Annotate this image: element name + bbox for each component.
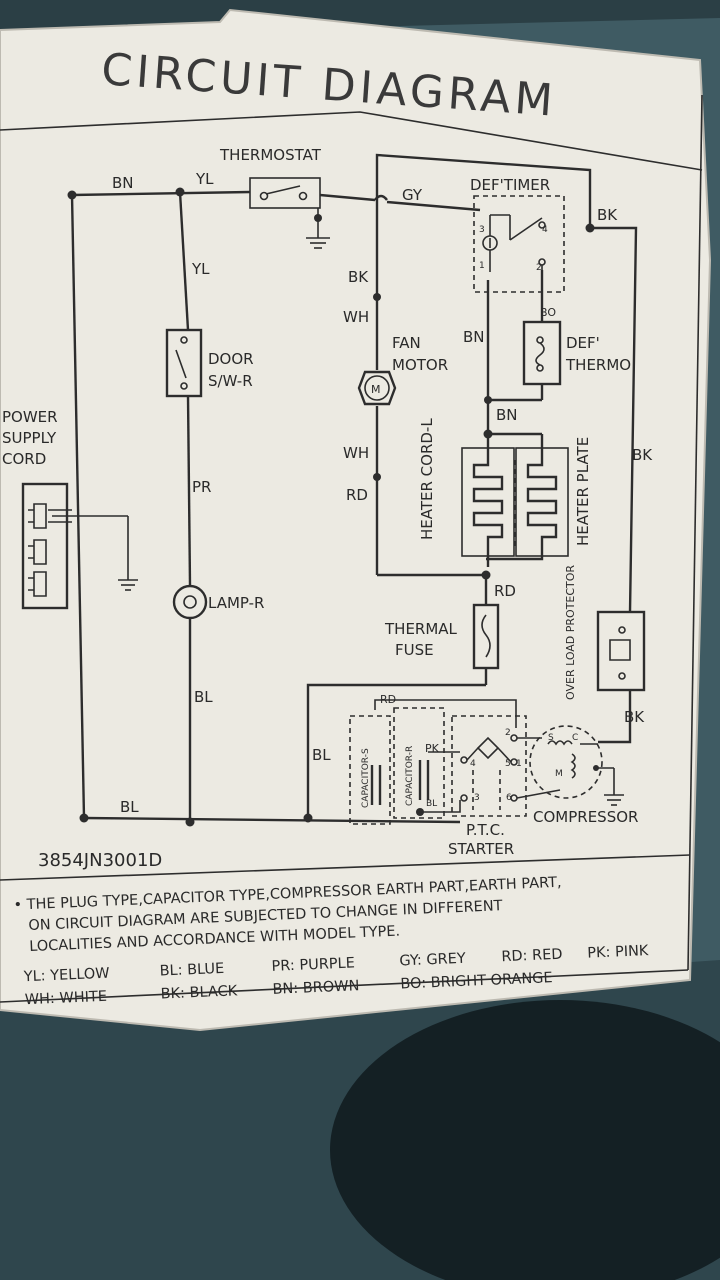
label-door-switch-2: S/W-R — [208, 372, 253, 390]
label-fan-1: FAN — [392, 334, 421, 352]
pin-label: 6 — [506, 793, 512, 803]
wire-wh-fan-bottom: WH — [343, 444, 369, 462]
wire-bk-right: BK — [597, 206, 618, 224]
label-thermal-fuse-1: THERMAL — [384, 620, 458, 638]
capacitor-s-symbol — [349, 715, 391, 825]
legend-wh: WH: WHITE — [24, 989, 107, 1008]
wire-pk: PK — [425, 742, 440, 755]
diagram-frame — [0, 94, 703, 1003]
lamp-symbol — [172, 584, 208, 620]
component-labels: THERMOSTAT DEF'TIMER DEF' THERMO DOOR S/… — [2, 146, 638, 858]
pin-label: 5 — [505, 759, 511, 769]
label-ptc-2: STARTER — [448, 840, 514, 858]
label-def-thermo-1: DEF' — [566, 334, 600, 352]
wire-yl-top: YL — [195, 170, 214, 188]
ptc-starter-symbol — [451, 715, 561, 817]
sticker — [0, 8, 712, 1032]
legend-bl: BL: BLUE — [159, 961, 224, 980]
label-power-3: CORD — [2, 450, 46, 468]
pin-label: 3 — [474, 793, 480, 803]
label-thermostat: THERMOSTAT — [219, 146, 322, 164]
label-capacitor-r: CAPACITOR-R — [405, 746, 415, 806]
motor-label: M — [371, 383, 381, 396]
label-capacitor-s: CAPACITOR-S — [361, 748, 371, 808]
label-power-1: POWER — [2, 408, 58, 426]
wire-bl-ptc: BL — [426, 799, 437, 809]
pin-label: 1 — [479, 261, 485, 271]
pin-label: 1 — [516, 759, 522, 769]
label-heater-plate: HEATER PLATE — [574, 437, 592, 546]
pin-label: C — [572, 733, 578, 743]
pin-label: 4 — [542, 225, 548, 235]
legend-pr: PR: PURPLE — [271, 955, 355, 974]
wire-bl-cap: BL — [312, 746, 331, 764]
label-def-timer: DEF'TIMER — [470, 176, 550, 194]
pin-label: 2 — [505, 728, 511, 738]
label-heater-cord: HEATER CORD-L — [418, 418, 436, 540]
wire-bn-timer: BN — [463, 328, 485, 346]
wire-bl-bottom-left: BL — [120, 798, 139, 816]
pin-label: M — [555, 769, 563, 779]
door-switch-symbol — [165, 328, 203, 398]
wire-labels: BN YL GY BK YL BK WH BN BO BN WH RD BK P… — [112, 170, 653, 816]
label-door-switch-1: DOOR — [208, 350, 254, 368]
part-number: 3854JN3001D — [38, 850, 162, 871]
wire-bl-lamp: BL — [194, 688, 213, 706]
wire-bn-heater: BN — [496, 406, 518, 424]
thermostat-symbol — [249, 177, 330, 249]
label-def-thermo-2: THERMO — [565, 356, 631, 374]
wire-rd-heater: RD — [494, 582, 516, 600]
fan-motor-symbol: M — [357, 370, 397, 406]
pin-label: 3 — [479, 225, 485, 235]
heater-cord-symbol — [461, 447, 515, 567]
capacitor-r-symbol — [374, 699, 517, 819]
pin-label: S — [548, 733, 554, 743]
legend-rd: RD: RED — [501, 947, 563, 966]
label-ptc-1: P.T.C. — [466, 821, 505, 839]
legend-yl: YL: YELLOW — [22, 966, 109, 986]
thermal-fuse-symbol — [472, 603, 500, 670]
heater-plate-symbol — [486, 447, 569, 561]
wire-rd-cap: RD — [380, 693, 396, 706]
def-timer-symbol — [473, 195, 565, 293]
overload-protector-symbol — [596, 610, 646, 692]
wire-pr: PR — [192, 478, 211, 496]
legend-bk: BK: BLACK — [160, 983, 238, 1002]
legend-bo: BO: BRIGHT ORANGE — [400, 970, 553, 992]
wire-gy: GY — [402, 186, 423, 204]
wire-bk-comp: BK — [624, 708, 645, 726]
wire-rd-fan: RD — [346, 486, 368, 504]
shadow — [330, 1000, 720, 1280]
label-power-2: SUPPLY — [2, 429, 57, 447]
power-plug-symbol — [21, 482, 138, 610]
def-thermo-symbol — [522, 320, 562, 386]
wire-bk-fan: BK — [348, 268, 369, 286]
wiring — [70, 153, 638, 824]
legend-pk: PK: PINK — [587, 943, 649, 962]
label-fan-2: MOTOR — [392, 356, 448, 374]
wire-bo: BO — [540, 306, 556, 319]
wire-wh-fan-top: WH — [343, 308, 369, 326]
pin-label: 4 — [470, 759, 476, 769]
legend-bn: BN: BROWN — [272, 978, 360, 998]
label-lamp: LAMP-R — [208, 594, 264, 612]
label-thermal-fuse-2: FUSE — [395, 641, 434, 659]
color-legend: YL: YELLOW BL: BLUE PR: PURPLE GY: GREY … — [22, 943, 649, 1008]
compressor-symbol — [529, 725, 624, 806]
wire-bn-top: BN — [112, 174, 134, 192]
pin-numbers: 3 1 2 4 2 5 1 4 3 6 S C M — [470, 225, 578, 803]
junction-dots — [67, 187, 595, 827]
label-overload-protector: OVER LOAD PROTECTOR — [564, 565, 577, 700]
legend-gy: GY: GREY — [399, 951, 466, 970]
wire-bk-mid: BK — [632, 446, 653, 464]
wire-yl-left: YL — [191, 260, 210, 278]
label-compressor: COMPRESSOR — [533, 808, 638, 826]
pin-label: 2 — [536, 263, 542, 273]
